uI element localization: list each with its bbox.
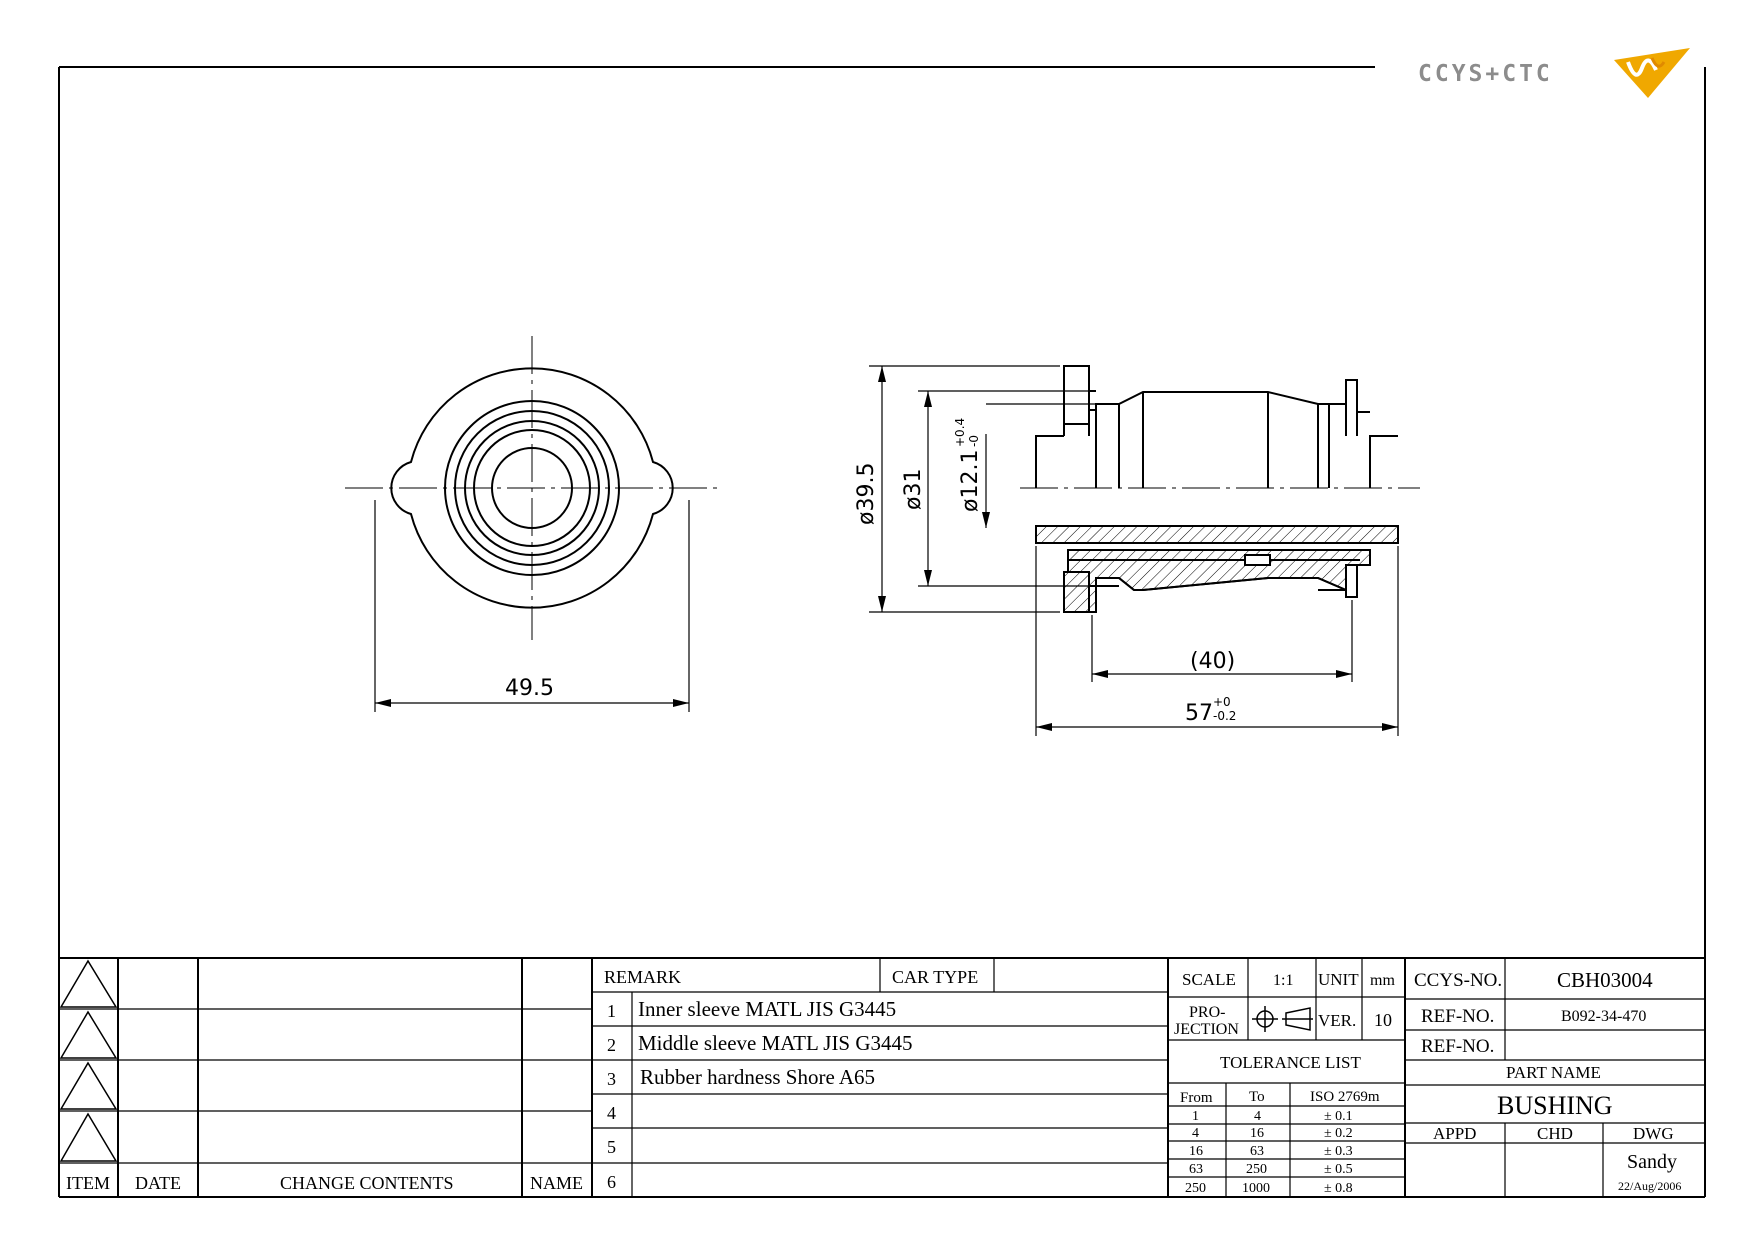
title-block-grid [59, 957, 1705, 1197]
sheet-border [58, 66, 1706, 1198]
remark-no: 3 [607, 1069, 616, 1089]
remark-rows: 1 Inner sleeve MATL JIS G3445 2 Middle s… [607, 997, 913, 1192]
tolerance-header-to: To [1249, 1089, 1265, 1105]
dim-length-total: 57 [1185, 701, 1213, 726]
projection-label-2: JECTION [1174, 1021, 1239, 1038]
dwg-label: DWG [1633, 1124, 1674, 1143]
section-view [1020, 365, 1420, 613]
unit-value: mm [1370, 972, 1395, 989]
rev-header-name: NAME [530, 1173, 583, 1193]
projection-label-1: PRO- [1189, 1004, 1225, 1021]
logo-text: CCYS+CTC [1418, 61, 1553, 87]
scale-label: SCALE [1182, 970, 1236, 989]
drawing-date: 22/Aug/2006 [1618, 1179, 1681, 1193]
tolerance-cell: 4 [1254, 1109, 1261, 1124]
part-name-value: BUSHING [1497, 1091, 1613, 1120]
remark-text: Inner sleeve MATL JIS G3445 [638, 997, 896, 1021]
ver-label: VER. [1318, 1011, 1356, 1030]
tolerance-cell: 250 [1185, 1181, 1206, 1196]
tolerance-cell: 63 [1250, 1144, 1264, 1159]
ref-no-label-2: REF-NO. [1421, 1036, 1494, 1057]
part-name-label: PART NAME [1506, 1063, 1601, 1082]
dim-dia-inner-tol-lower: -0 [967, 435, 981, 447]
scale-value: 1:1 [1273, 972, 1293, 989]
remark-no: 4 [607, 1103, 616, 1123]
ref-no-value-1: B092-34-470 [1561, 1008, 1646, 1025]
remark-no: 1 [607, 1001, 616, 1021]
tolerance-header-iso: ISO 2769m [1310, 1089, 1380, 1105]
remark-no: 2 [607, 1035, 616, 1055]
unit-label: UNIT [1318, 970, 1359, 989]
rev-header-change-contents: CHANGE CONTENTS [280, 1173, 454, 1193]
ver-value: 10 [1374, 1010, 1392, 1030]
tolerance-cell: 16 [1250, 1126, 1264, 1141]
tolerance-header-from: From [1180, 1090, 1213, 1106]
tolerance-cell: 4 [1192, 1126, 1199, 1141]
tolerance-cell: ± 0.2 [1324, 1126, 1353, 1141]
ref-no-label-1: REF-NO. [1421, 1006, 1494, 1027]
remark-text: Rubber hardness Shore A65 [640, 1065, 875, 1089]
appd-label: APPD [1433, 1124, 1476, 1143]
tolerance-cell: ± 0.3 [1324, 1144, 1353, 1159]
dim-front-width: 49.5 [505, 676, 554, 701]
tolerance-cell: 1000 [1242, 1181, 1270, 1196]
dim-dia-inner-tol-upper: +0.4 [953, 418, 967, 447]
projection-symbol-icon [1252, 1006, 1313, 1032]
dwg-value: Sandy [1627, 1151, 1677, 1173]
car-type-label: CAR TYPE [892, 967, 978, 987]
tolerance-cell: 1 [1192, 1109, 1199, 1124]
company-logo: CCYS+CTC [1418, 48, 1690, 98]
dim-dia-inner: ø12.1 [958, 450, 983, 512]
dim-length-total-tol-lower: -0.2 [1213, 709, 1236, 723]
chd-label: CHD [1537, 1124, 1573, 1143]
ccys-no-value: CBH03004 [1557, 968, 1653, 992]
rev-header-date: DATE [135, 1173, 181, 1193]
ccys-no-label: CCYS-NO. [1414, 970, 1502, 991]
dim-dia-mid: ø31 [901, 469, 926, 510]
tolerance-cell: ± 0.8 [1324, 1181, 1353, 1196]
tolerance-cell: 63 [1189, 1162, 1203, 1177]
dim-length-total-tol-upper: +0 [1213, 695, 1231, 709]
section-dimensions [869, 365, 1399, 736]
remark-text: Middle sleeve MATL JIS G3445 [638, 1031, 913, 1055]
logo-mark-icon [1614, 48, 1690, 98]
rev-header-item: ITEM [66, 1173, 110, 1193]
remark-no: 6 [607, 1172, 616, 1192]
tolerance-cell: ± 0.5 [1324, 1162, 1353, 1177]
front-view [345, 336, 720, 712]
remark-header: REMARK [604, 967, 681, 987]
tolerance-rows: 1 4 ± 0.1 4 16 ± 0.2 16 63 ± 0.3 63 250 … [1185, 1109, 1353, 1196]
dim-dia-outer: ø39.5 [854, 463, 879, 525]
tolerance-cell: 250 [1246, 1162, 1267, 1177]
remark-no: 5 [607, 1137, 616, 1157]
tolerance-cell: 16 [1189, 1144, 1203, 1159]
dim-length-inner: (40) [1190, 649, 1235, 674]
tolerance-cell: ± 0.1 [1324, 1109, 1353, 1124]
tolerance-title: TOLERANCE LIST [1220, 1053, 1361, 1072]
